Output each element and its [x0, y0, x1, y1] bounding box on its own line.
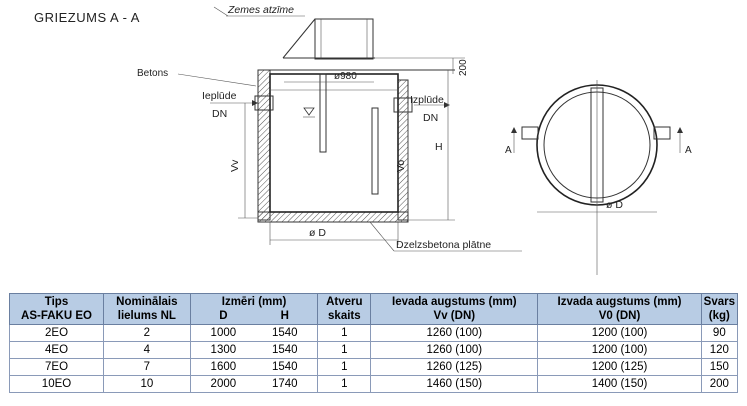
- section-marker-left-arrow: [511, 127, 517, 133]
- dim-vo-label: Vo: [395, 160, 407, 172]
- dim-d-label: ø D: [309, 227, 326, 239]
- plan-inlet-stub: [521, 126, 539, 140]
- inlet-dn-label: DN: [212, 108, 227, 120]
- header-inlet: Ievada augstums (mm)Vv (DN): [370, 293, 539, 325]
- concrete-wall-right: [397, 79, 409, 221]
- concrete-wall-left: [257, 69, 271, 221]
- inlet-label: Ieplūde: [202, 90, 237, 102]
- plan-dim-d-label: ø D: [606, 199, 623, 211]
- water-level-symbol: [303, 107, 315, 116]
- internal-baffle: [319, 73, 327, 153]
- plan-outlet-stub: [653, 126, 671, 140]
- section-a-right: A: [685, 145, 692, 156]
- header-outlet: Izvada augstums (mm)V0 (DN): [537, 293, 702, 325]
- section-a-left: A: [505, 145, 512, 156]
- ground-level-label: Zemes atzīme: [227, 4, 294, 16]
- tank-body: [269, 73, 399, 213]
- outlet-pipe: [393, 97, 413, 113]
- section-marker-right-arrow: [677, 127, 683, 133]
- dim-980-label: ø980: [334, 71, 357, 82]
- shaft-cone-left: [282, 18, 316, 59]
- concrete-leader: [177, 73, 257, 87]
- dim-h-label: H: [435, 141, 443, 153]
- slab-leader: [369, 221, 395, 252]
- outlet-dn-label: DN: [423, 112, 438, 124]
- technical-drawing: GRIEZUMS A - A Zemes atzīme Betons Ieplū…: [34, 4, 692, 275]
- concrete-base-slab: [257, 211, 409, 223]
- outlet-dip-tube: [371, 107, 379, 195]
- dim-200-label: 200: [458, 59, 469, 76]
- outlet-label: Izplūde: [410, 94, 444, 106]
- concrete-label: Betons: [137, 68, 168, 79]
- header-weight: Svars(kg): [700, 293, 739, 325]
- section-title: GRIEZUMS A - A: [34, 10, 140, 25]
- ground-level-leader: [213, 6, 229, 17]
- outlet-arrow-head: [444, 102, 450, 108]
- access-shaft: [314, 18, 374, 60]
- inlet-arrow-head: [252, 100, 258, 106]
- slab-label: Dzelzsbetona plātne: [396, 239, 491, 251]
- dim-vv-label: Vv: [229, 159, 241, 172]
